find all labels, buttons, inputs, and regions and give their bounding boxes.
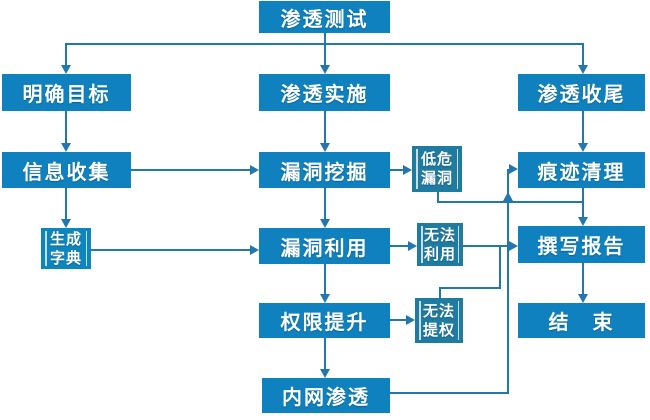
connector-segment [437,190,439,203]
connector-segment [324,338,326,370]
connector-segment [439,287,500,289]
node-write-report: 撰写报告 [518,226,645,263]
node-penetration-execution: 渗透实施 [259,74,390,111]
connector-segment [65,111,67,144]
connector-segment [582,263,584,295]
arrowhead-down-icon [320,294,330,303]
connector-segment [437,201,584,203]
node-privilege-escalation: 权限提升 [259,303,390,338]
arrowhead-right-icon [509,164,518,174]
connector-segment [324,111,326,144]
node-end: 结 束 [518,303,645,338]
node-define-target: 明确目标 [2,74,131,111]
connector-segment [65,43,67,66]
connector-segment [390,392,508,394]
connector-segment [507,169,509,394]
arrowhead-down-icon [578,294,588,303]
connector-segment [324,264,326,295]
node-cannot-escalate: 无法 提权 [415,298,463,343]
node-info-gathering: 信息收集 [2,152,131,188]
arrowhead-down-icon [578,65,588,74]
node-penetration-test: 渗透测试 [259,1,390,33]
connector-segment [65,43,584,45]
node-generate-dictionary: 生成 字典 [41,228,91,269]
arrowhead-down-icon [61,219,71,228]
arrowhead-down-icon [320,65,330,74]
node-intranet-penetration: 内网渗透 [262,378,390,413]
connector-segment [390,169,404,171]
arrowhead-right-icon [250,245,259,255]
node-penetration-closing: 渗透收尾 [518,74,645,111]
arrowhead-up-icon [503,192,513,201]
arrowhead-down-icon [320,369,330,378]
connector-segment [131,169,251,171]
connector-segment [463,245,509,247]
arrowhead-down-icon [61,65,71,74]
connector-segment [582,111,584,144]
arrowhead-right-icon [250,165,259,175]
arrowhead-down-icon [320,219,330,228]
connector-segment [390,319,407,321]
connector-segment [324,33,326,66]
arrowhead-down-icon [320,143,330,152]
arrowhead-down-icon [61,143,71,152]
connector-segment [65,188,67,220]
node-cannot-exploit: 无法 利用 [417,223,463,266]
arrowhead-right-icon [408,241,417,251]
arrowhead-down-icon [578,217,588,226]
arrowhead-right-icon [403,165,412,175]
connector-segment [91,249,251,251]
node-vuln-discovery: 漏洞挖掘 [259,152,390,188]
connector-segment [324,188,326,220]
connector-segment [390,245,409,247]
node-trace-cleanup: 痕迹清理 [518,152,645,188]
connector-segment [582,188,584,218]
connector-segment [582,43,584,66]
connector-segment [499,246,501,289]
arrowhead-down-icon [578,143,588,152]
connector-segment [439,287,441,299]
arrowhead-right-icon [509,241,518,251]
node-vuln-exploitation: 漏洞利用 [259,228,390,264]
arrowhead-right-icon [406,315,415,325]
node-low-risk-vuln: 低危 漏洞 [412,146,462,192]
